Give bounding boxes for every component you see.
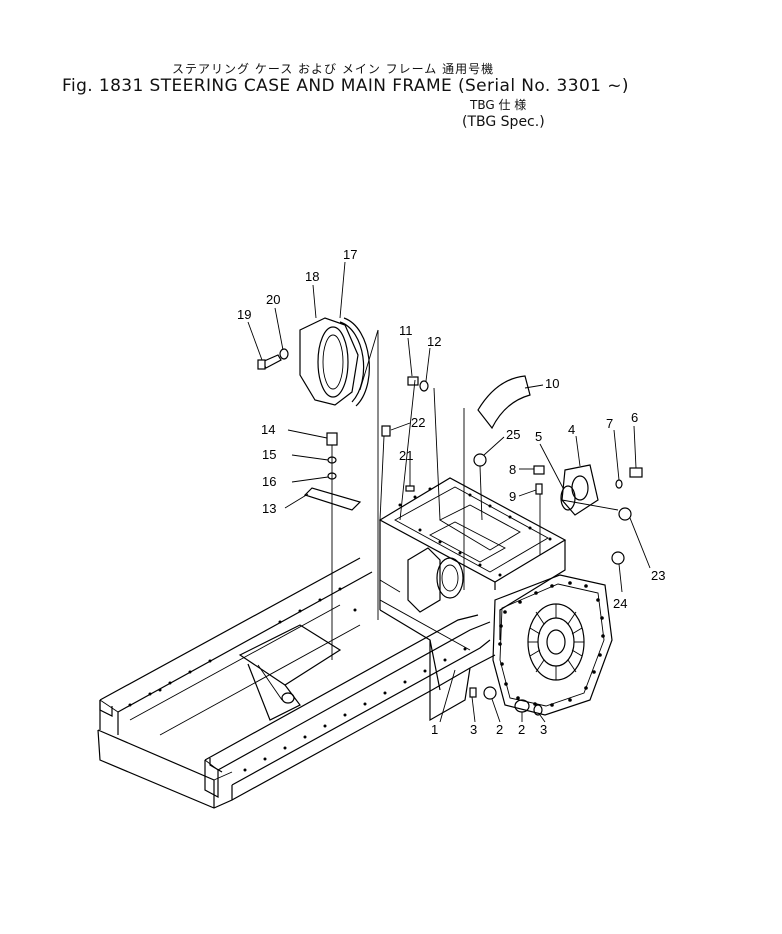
washer-7 <box>615 479 623 489</box>
callout-21: 21 <box>399 448 413 463</box>
callout-11: 11 <box>399 323 413 338</box>
plug-2b <box>514 699 530 713</box>
plug-23 <box>618 507 632 521</box>
callout-15: 15 <box>262 447 276 462</box>
callout-24: 24 <box>613 596 627 611</box>
leader-lines <box>247 261 651 723</box>
callout-4: 4 <box>568 422 575 437</box>
callout-14: 14 <box>261 422 275 437</box>
callout-9: 9 <box>509 489 516 504</box>
bracket-13 <box>303 487 362 511</box>
callout-6: 6 <box>631 410 638 425</box>
bolt-14 <box>326 432 338 446</box>
callout-2b: 2 <box>518 722 525 737</box>
callout-20: 20 <box>266 292 280 307</box>
nut-25 <box>473 453 487 467</box>
callout-5: 5 <box>535 429 542 444</box>
callout-25: 25 <box>506 427 520 442</box>
bolt-19 <box>257 354 282 370</box>
callout-13: 13 <box>262 501 276 516</box>
plug-22 <box>381 425 391 437</box>
callout-3b: 3 <box>540 722 547 737</box>
callout-23: 23 <box>651 568 665 583</box>
tbg-spec-label: (TBG Spec.) <box>462 114 545 130</box>
washer-12 <box>419 380 429 392</box>
callout-2a: 2 <box>496 722 503 737</box>
pin-21 <box>405 485 415 492</box>
callout-10: 10 <box>545 376 559 391</box>
callout-8: 8 <box>509 462 516 477</box>
o-ring-5 <box>560 485 576 511</box>
plate-4 <box>561 464 599 516</box>
plug-2a <box>483 686 497 700</box>
callout-16: 16 <box>262 474 276 489</box>
nut-11 <box>407 376 419 386</box>
cover-plate-10 <box>477 375 531 430</box>
breather-8 <box>533 465 545 475</box>
callout-18: 18 <box>305 269 319 284</box>
flange-ring-part <box>299 317 370 407</box>
plug-24 <box>611 551 625 565</box>
tbg-spec-japanese: TBG 仕 様 <box>470 98 527 112</box>
main-frame-drawing <box>97 477 613 809</box>
o-ring-3b <box>533 704 543 716</box>
callout-19: 19 <box>237 307 251 322</box>
o-ring-3a <box>469 687 477 698</box>
japanese-title: ステアリング ケース および メイン フレーム 通用号機 <box>172 62 495 76</box>
bolt-6 <box>629 467 643 478</box>
callout-12: 12 <box>427 334 441 349</box>
callout-3a: 3 <box>470 722 477 737</box>
washer-20 <box>279 348 289 360</box>
callout-17: 17 <box>343 247 357 262</box>
callout-7: 7 <box>606 416 613 431</box>
callout-22: 22 <box>411 415 425 430</box>
fitting-9 <box>535 483 543 495</box>
callout-1: 1 <box>431 722 438 737</box>
figure-title: Fig. 1831 STEERING CASE AND MAIN FRAME (… <box>62 76 629 96</box>
